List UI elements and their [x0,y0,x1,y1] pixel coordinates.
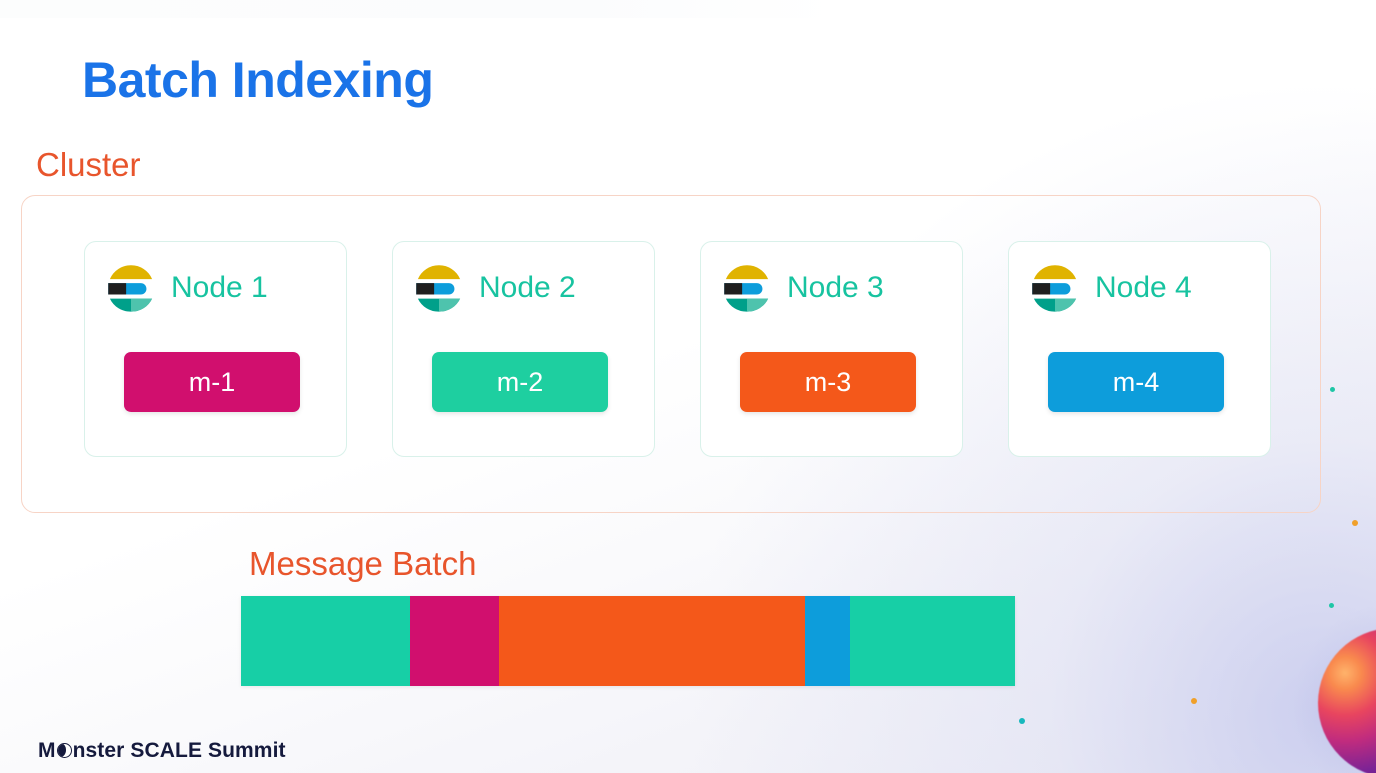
elasticsearch-logo-icon [105,262,157,314]
teal-dot-3 [1019,718,1025,724]
page-title: Batch Indexing [82,52,434,108]
node-label: Node 4 [1095,271,1192,304]
batch-segment [850,596,1015,686]
node-header: Node 2 [413,260,634,316]
batch-segment [805,596,850,686]
node-header: Node 4 [1029,260,1250,316]
brand-prefix: M [38,739,56,762]
orange-dot-2 [1191,698,1197,704]
node-card-3[interactable]: Node 3 m-3 [700,241,963,457]
cluster-container [21,195,1321,513]
message-chip[interactable]: m-2 [432,352,608,412]
node-label: Node 2 [479,271,576,304]
elasticsearch-logo-icon [1029,262,1081,314]
message-chip[interactable]: m-4 [1048,352,1224,412]
message-batch-bar [241,596,1015,686]
node-header: Node 3 [721,260,942,316]
node-label: Node 3 [787,271,884,304]
batch-segment [410,596,499,686]
batch-segment [499,596,805,686]
orange-dot-1 [1352,520,1358,526]
nodes-row: Node 1 m-1 Node 2 m-2 [84,241,1274,457]
node-label: Node 1 [171,271,268,304]
teal-dot-1 [1330,387,1335,392]
teal-dot-2 [1329,603,1334,608]
moon-icon [56,743,72,758]
batch-segment [241,596,410,686]
message-chip[interactable]: m-3 [740,352,916,412]
elasticsearch-logo-icon [413,262,465,314]
node-card-4[interactable]: Node 4 m-4 [1008,241,1271,457]
brand-suffix: nster SCALE Summit [72,739,286,762]
elasticsearch-logo-icon [721,262,773,314]
cluster-label: Cluster [36,146,141,183]
node-card-1[interactable]: Node 1 m-1 [84,241,347,457]
message-batch-label: Message Batch [249,545,477,582]
node-card-2[interactable]: Node 2 m-2 [392,241,655,457]
message-chip[interactable]: m-1 [124,352,300,412]
brand-footer: M nster SCALE Summit [38,740,286,761]
top-band [0,0,838,18]
node-header: Node 1 [105,260,326,316]
